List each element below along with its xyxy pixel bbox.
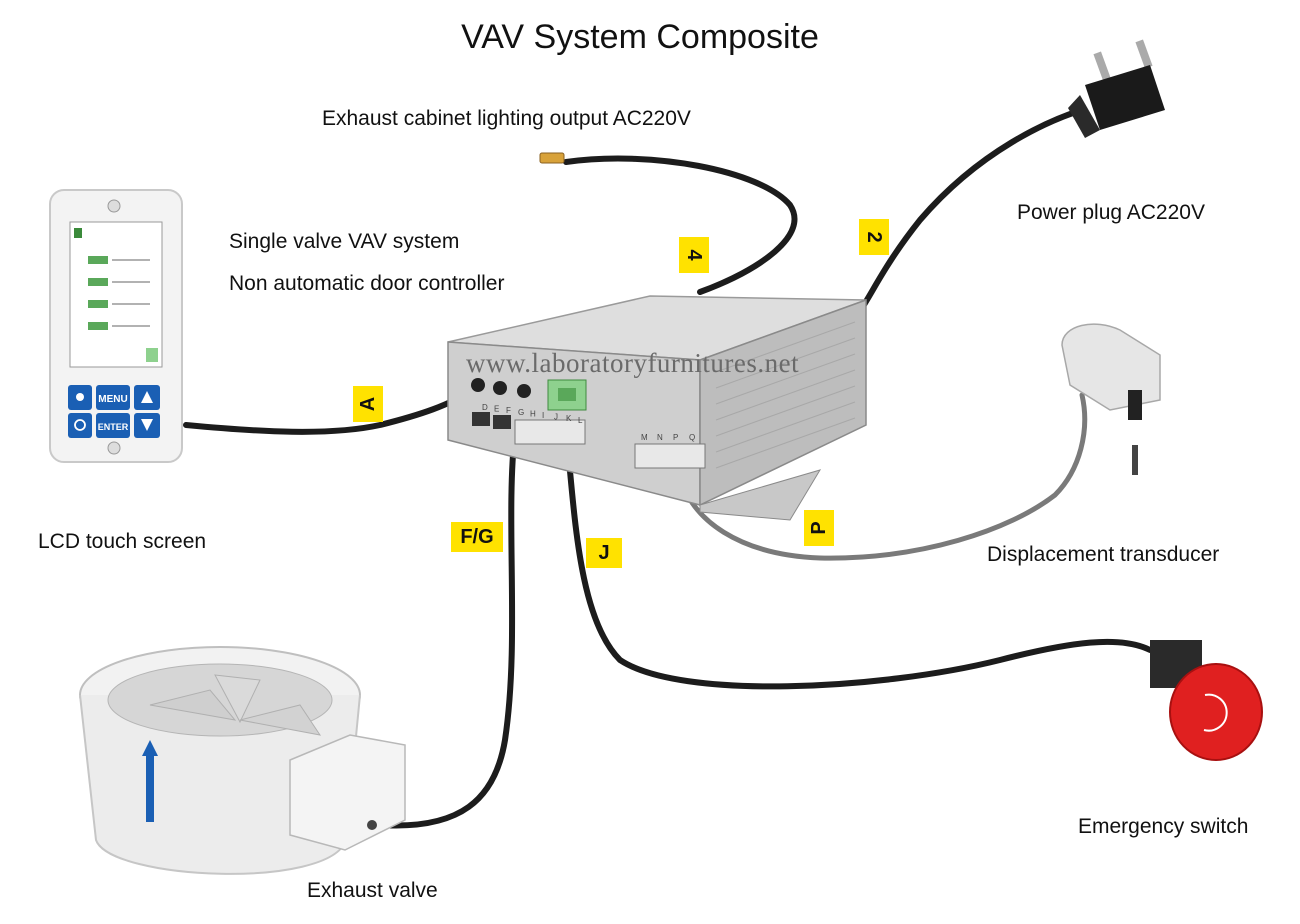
light-icon — [76, 393, 84, 401]
terminal-label-g: G — [518, 408, 524, 417]
emergency-switch-label: Emergency switch — [1078, 815, 1249, 838]
cable-fg — [377, 429, 518, 829]
cable-a — [183, 387, 475, 435]
tag-2: 2 — [859, 219, 889, 255]
terminal-label-l: L — [578, 416, 583, 425]
terminal-label-n: N — [657, 433, 663, 442]
cable-p — [677, 392, 1088, 561]
lighting-wire-tip — [539, 152, 565, 164]
terminal-label-p: P — [673, 433, 678, 442]
cable-j — [565, 447, 1153, 690]
tag-j: J — [586, 538, 622, 568]
displacement-transducer-label: Displacement transducer — [987, 543, 1220, 566]
tag-fg: F/G — [451, 522, 503, 552]
watermark: www.laboratoryfurnitures.net — [466, 348, 800, 378]
up-arrow-icon — [141, 391, 153, 403]
terminal-label-d: D — [482, 403, 488, 412]
controller-box — [447, 295, 867, 521]
cable-4 — [563, 155, 798, 295]
lcd-menu-label: MENU — [98, 394, 127, 405]
tag-4: 4 — [679, 237, 709, 273]
terminal-label-f: F — [506, 406, 511, 415]
power-plug — [1068, 39, 1165, 138]
terminal-label-j: J — [554, 413, 558, 422]
power-plug-label: Power plug AC220V — [1017, 201, 1205, 224]
tag-a: A — [353, 386, 383, 422]
emergency-switch — [1150, 640, 1263, 761]
single-valve-label: Single valve VAV system — [229, 230, 460, 253]
terminal-label-q: Q — [689, 433, 695, 442]
terminal-label-k: K — [566, 414, 572, 423]
non-automatic-label: Non automatic door controller — [229, 272, 505, 295]
cable-2 — [849, 107, 1085, 325]
displacement-transducer — [1061, 323, 1161, 475]
down-arrow-icon — [141, 419, 153, 431]
terminal-label-e: E — [494, 405, 499, 414]
lighting-output-label: Exhaust cabinet lighting output AC220V — [322, 107, 691, 130]
tag-p: P — [804, 510, 834, 546]
exhaust-valve-label: Exhaust valve — [307, 879, 438, 902]
exhaust-valve — [79, 646, 406, 875]
terminal-label-h: H — [530, 409, 536, 418]
power-icon — [74, 419, 86, 431]
terminal-label-m: M — [641, 433, 648, 442]
page-title: VAV System Composite — [461, 18, 819, 56]
lcd-touch-screen: MENU ENTER — [49, 189, 183, 463]
lcd-screen-label: LCD touch screen — [38, 530, 207, 553]
terminal-label-i: I — [542, 411, 544, 420]
lcd-enter-label: ENTER — [98, 422, 129, 432]
